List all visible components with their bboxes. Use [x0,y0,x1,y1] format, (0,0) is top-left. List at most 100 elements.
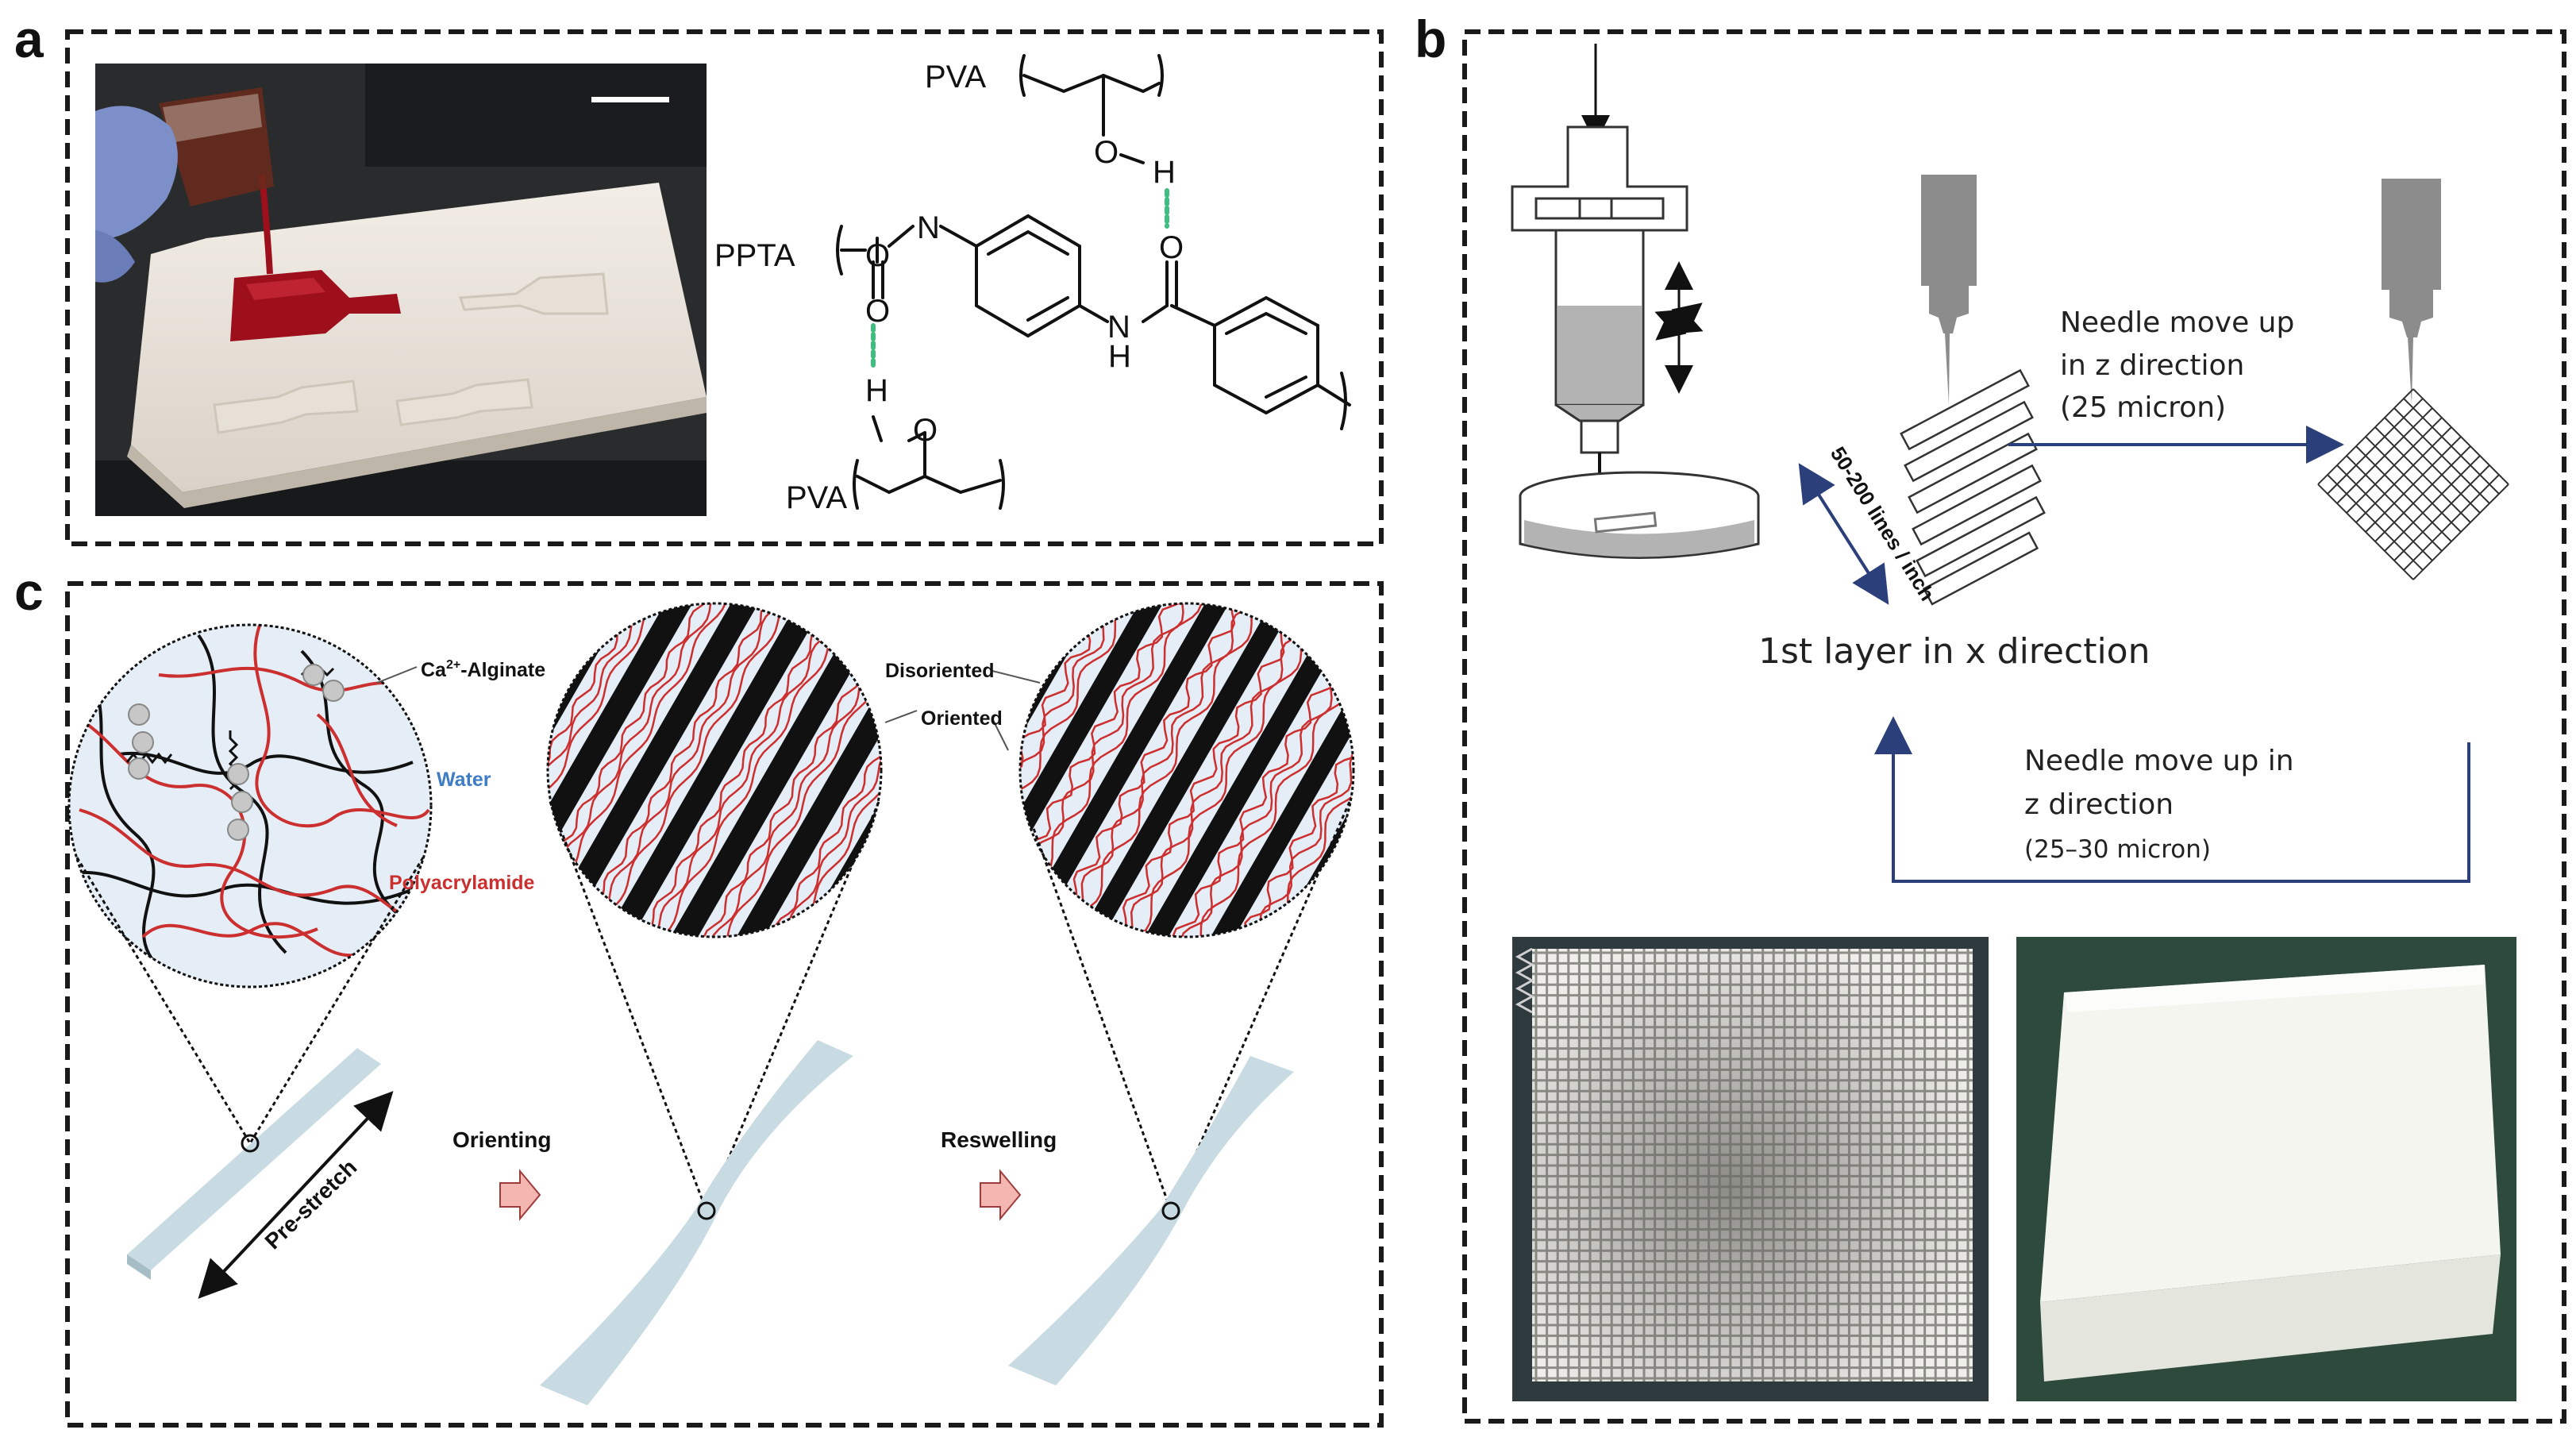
step2-loop-arrow [1874,716,2470,883]
prestretch-label: Pre-stretch [260,1154,362,1254]
grid-line [2384,417,2481,514]
polymer-chain [1097,603,1336,937]
polymer-chain [1203,639,1353,937]
grid-line [2384,455,2481,552]
ppta-label: PPTA [714,238,795,273]
polymer-chain [1176,633,1353,937]
atom-o: O [913,413,938,448]
panel-b-frame [1462,29,2566,1424]
syringe-ink [1558,306,1642,403]
first-layer-label: 1st layer in x direction [1758,631,2150,672]
fiber-band [548,603,745,926]
polymer-chain [707,632,881,937]
grid-line [2374,426,2471,523]
zoom-cones [75,801,1351,1212]
step1-text: Needle move up in z direction (25 micron… [2060,306,2294,424]
atom-o: O [1159,230,1184,265]
sample-reswelled [1008,1056,1294,1385]
sample-oriented [540,1040,853,1405]
cross-grid-layer [2317,388,2509,580]
polymer-chain [622,603,862,937]
polymer-chain [1077,603,1330,937]
polymer-chain [548,603,714,907]
svg-text:(25–30 micron): (25–30 micron) [2024,835,2211,864]
fiber-band [1058,603,1315,937]
atom-n: N [1107,310,1130,345]
atom-o: O [1094,135,1119,170]
alginate-label: Ca2+-Alginate [421,658,545,681]
prestretch-arrow [198,1091,394,1299]
polymer-chain [1028,603,1280,937]
spacing-arrow [1798,463,1889,605]
atom-o: O [865,294,890,329]
oriented-label: Oriented [921,707,1003,730]
panel-a-photo [95,64,707,516]
polymer-chain [548,603,718,911]
nozzle-1 [1921,175,1977,405]
panel-c-letter: c [14,562,44,621]
panel-b-letter: b [1415,10,1446,68]
chemical-labels: PVA PPTA PVA O H O O N O N H H O [714,60,1184,515]
svg-text:Needle move up: Needle move up [2060,306,2294,339]
scale-bar [591,97,669,102]
atom-h: H [865,373,888,408]
orienting-arrow [499,1169,541,1221]
polymer-chain [1047,603,1287,937]
chemical-structure [836,54,1351,510]
panel-c-frame [65,581,1384,1428]
polymer-chain [629,603,867,937]
polymer-chain [580,603,818,937]
polymer-chain [1020,603,1181,898]
polymer-chain [1020,603,1192,913]
atom-h: H [1153,155,1176,190]
legend-leaders [376,666,1041,751]
atom-o: O [865,238,890,273]
grid-line [2374,445,2471,542]
fiber-band [1020,603,1216,925]
reswelling-arrow [980,1169,1022,1221]
grid-line [2393,407,2490,504]
polymer-chain [1104,603,1340,937]
step2-text: Needle move up in z direction (25–30 mic… [2024,745,2294,864]
parallel-lines-layer [1900,368,2046,606]
printed-block-photo [2016,937,2516,1401]
svg-text:Needle move up in: Needle move up in [2024,745,2294,777]
fiber-band [585,603,844,937]
svg-text:in z direction: in z direction [2060,349,2244,382]
nozzle-2 [2382,179,2441,405]
atom-n: N [917,210,940,245]
grid-line [2365,436,2462,533]
fiber-band [683,615,881,937]
svg-text:(25 micron): (25 micron) [2060,391,2226,424]
polymer-chain [728,639,881,937]
pva-bottom-label: PVA [786,480,847,515]
polymer-chain [559,603,806,937]
panel-a-frame [65,29,1384,546]
gloved-hand [95,106,178,238]
grid-line [2412,484,2509,580]
grid-line [2403,398,2500,495]
polymer-chain [608,603,856,937]
disoriented-label: Disoriented [885,660,995,682]
water-label: Water [437,769,491,791]
orienting-label: Orienting [452,1127,551,1152]
polyacrylamide-label: Polyacrylamide [389,872,535,894]
zoom-circle-relaxed [67,623,433,988]
polymer-chain [721,636,881,937]
grid-line [2403,474,2500,571]
polymer-chain [572,603,812,937]
panel-a-letter: a [14,10,44,68]
polymer-chain [1196,637,1353,937]
reswelling-label: Reswelling [941,1127,1057,1152]
grid-line [2393,464,2490,561]
printer-syringe [1511,44,1760,559]
svg-text:z direction: z direction [2024,788,2174,821]
polymer-chain [1020,603,1188,909]
polymer-chain [548,603,707,900]
polymer-chain [1054,603,1290,937]
grid-line [2412,388,2509,485]
fiber-band [1157,615,1353,937]
pva-top-label: PVA [925,60,986,94]
sample-prestretch [127,1048,394,1299]
